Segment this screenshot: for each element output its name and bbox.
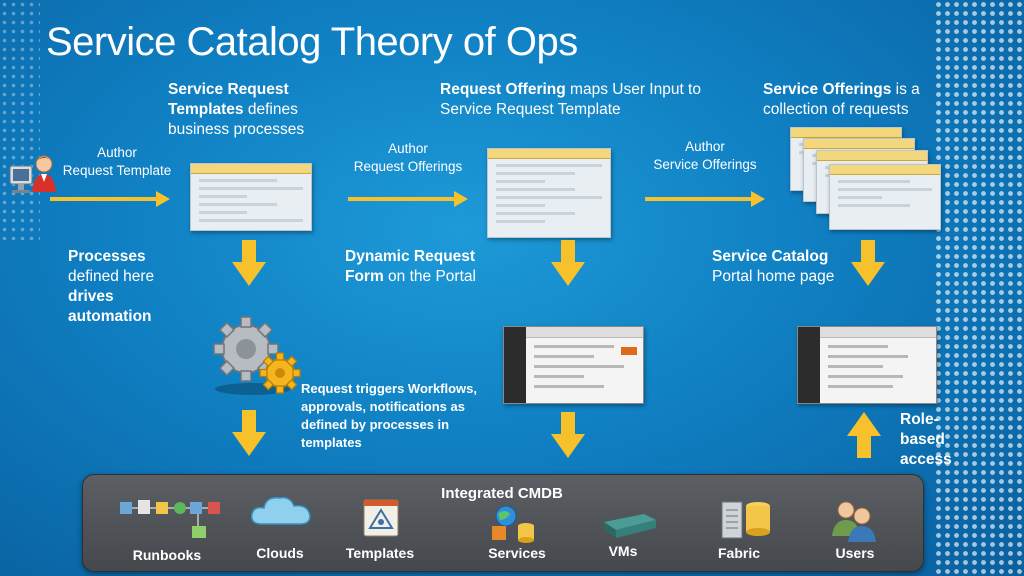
user-author-icon (9, 155, 56, 193)
cmdb-label-fabric: Fabric (717, 545, 760, 561)
runbooks-icon (120, 500, 220, 538)
catalog-home-portal-screenshot (797, 326, 937, 404)
decorative-dot-pattern-left (0, 0, 40, 240)
vm-icon (604, 514, 656, 538)
request-offering-screenshot (487, 148, 611, 238)
arrow-down-3 (851, 240, 885, 286)
desc-dynamic-request-form: Dynamic Request Form on the Portal (345, 248, 476, 285)
service-offering-screenshot-4 (829, 164, 941, 230)
cmdb-label-runbooks: Runbooks (132, 547, 202, 563)
template-icon (363, 499, 399, 537)
desc-request-offering: Request Offering maps User Input to Serv… (440, 81, 701, 118)
desc-service-offerings: Service Offerings is a collection of req… (763, 81, 920, 118)
arrow-right-1 (50, 191, 170, 207)
users-icon (832, 501, 876, 542)
arrow-right-2 (348, 191, 468, 207)
workflow-note: Request triggers Workflows, approvals, n… (301, 381, 478, 450)
arrow-down-5 (551, 412, 585, 458)
arrow-down-1 (232, 240, 266, 286)
gears-workflow-icon (213, 316, 301, 395)
slide-title: Service Catalog Theory of Ops (46, 20, 578, 64)
services-icon (492, 505, 534, 543)
desc-processes: Processes defined here drives automation (68, 248, 155, 325)
arrow-down-4 (232, 410, 266, 456)
cmdb-label-services: Services (488, 545, 546, 561)
dynamic-form-portal-screenshot (503, 326, 644, 404)
desc-service-request-templates: Service Request Templates defines busine… (168, 81, 305, 138)
arrow-up-role-access (847, 412, 881, 458)
arrow-right-3 (645, 191, 765, 207)
request-template-screenshot (190, 163, 312, 231)
cmdb-title: Integrated CMDB (441, 485, 563, 502)
arrow-down-2 (551, 240, 585, 286)
decorative-dot-pattern (934, 0, 1024, 576)
cmdb-label-vms: VMs (608, 543, 638, 559)
fabric-icon (721, 501, 770, 539)
cmdb-label-users: Users (835, 545, 875, 561)
cloud-icon (250, 496, 311, 525)
cmdb-label-templates: Templates (345, 545, 415, 561)
role-based-access-label: Role-based access (900, 411, 952, 468)
cmdb-label-clouds: Clouds (256, 545, 304, 561)
